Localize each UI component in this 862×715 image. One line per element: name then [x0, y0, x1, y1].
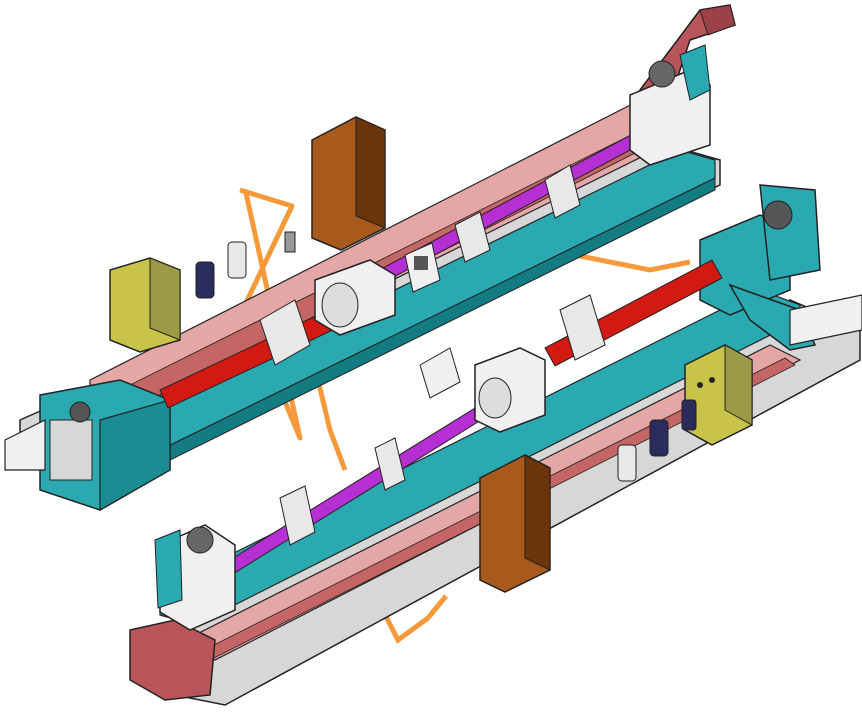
control-panel-icon — [404, 242, 441, 293]
machine-one-electrical-box — [109, 257, 181, 353]
hydraulic-tank-icon — [617, 399, 697, 482]
machine-one-cabinet — [311, 116, 386, 251]
machine-two-front-guard — [789, 294, 862, 346]
machine-one-steady-rest — [259, 164, 581, 366]
machine-one-headstock — [39, 379, 171, 512]
machine-one — [4, 4, 736, 512]
machine-two-drill-head — [154, 524, 236, 631]
hydraulic-tank-icon — [195, 231, 296, 299]
machine-two-steady-rest — [279, 294, 606, 546]
machine-one-drill-head — [629, 44, 711, 166]
control-panel-icon — [419, 347, 461, 399]
machine-one-front-guard — [4, 419, 46, 471]
machine-two-cabinet — [479, 454, 551, 593]
machine-two — [129, 184, 862, 706]
